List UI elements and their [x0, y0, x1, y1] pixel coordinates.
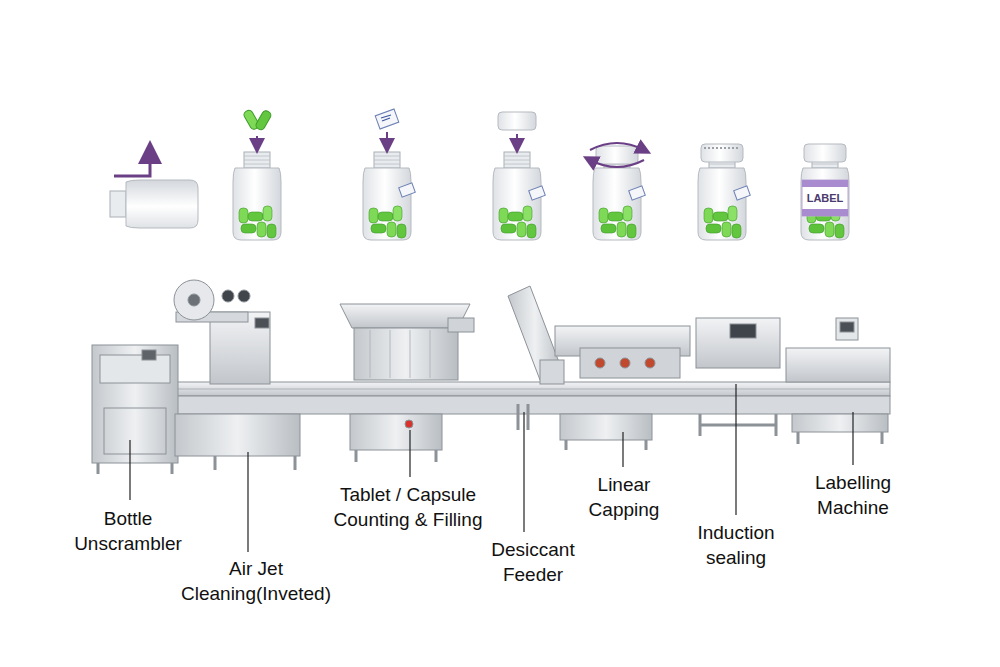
bottle-sequence	[110, 109, 849, 240]
bottle-label-text: LABEL	[803, 192, 847, 205]
machine-label: Desiccant Feeder	[481, 537, 586, 587]
machine-label: Linear Capping	[574, 472, 674, 522]
machine-label: Tablet / Capsule Counting & Filling	[318, 482, 498, 532]
machine-label: Induction sealing	[684, 520, 789, 570]
machine-line	[92, 280, 890, 474]
machine-label: Air Jet Cleaning(Inveted)	[169, 556, 344, 606]
machine-label: Bottle Unscrambler	[63, 506, 193, 556]
machine-label: Labelling Machine	[796, 470, 911, 520]
